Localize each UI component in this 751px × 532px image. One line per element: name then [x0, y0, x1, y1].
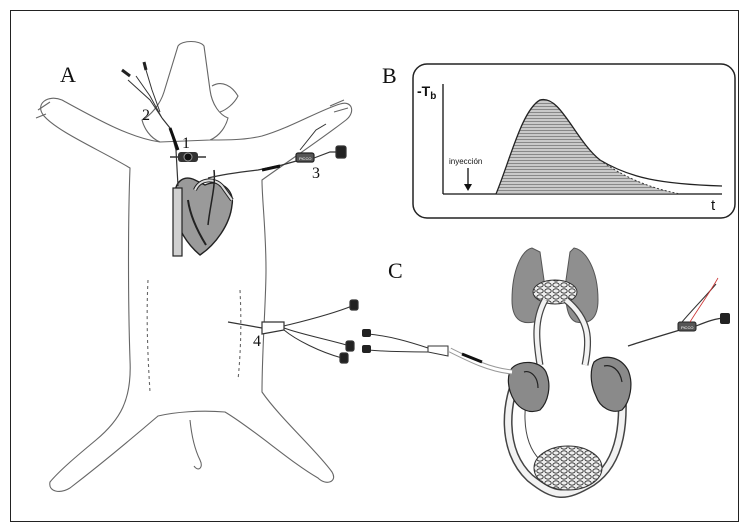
part-label-3: 3: [312, 165, 320, 182]
device-tag-c: PiCCO: [681, 325, 693, 330]
panel-label-b: B: [382, 63, 397, 88]
animal-silhouette: [36, 42, 352, 492]
part-label-2: 2: [142, 107, 150, 124]
right-heart: [508, 362, 549, 411]
femoral-catheter: [228, 300, 358, 363]
jugular-catheter: [122, 62, 178, 186]
panel-label-c: C: [388, 258, 403, 283]
heart-illustration: [173, 170, 232, 256]
left-heart: [591, 357, 631, 411]
injection-label: inyección: [449, 157, 482, 166]
device-tag-a: PiCCO: [299, 156, 311, 161]
systemic-capillaries: [534, 446, 602, 490]
temperature-sensor-icon: [170, 152, 206, 162]
part-label-4: 4: [253, 333, 261, 350]
panel-b-chart: -Tb t inyección: [413, 64, 735, 218]
circulation-schematic: PiCCO: [362, 248, 730, 494]
panel-label-a: A: [60, 62, 76, 87]
part-label-1: 1: [182, 135, 190, 152]
vena-cava: [173, 188, 182, 256]
